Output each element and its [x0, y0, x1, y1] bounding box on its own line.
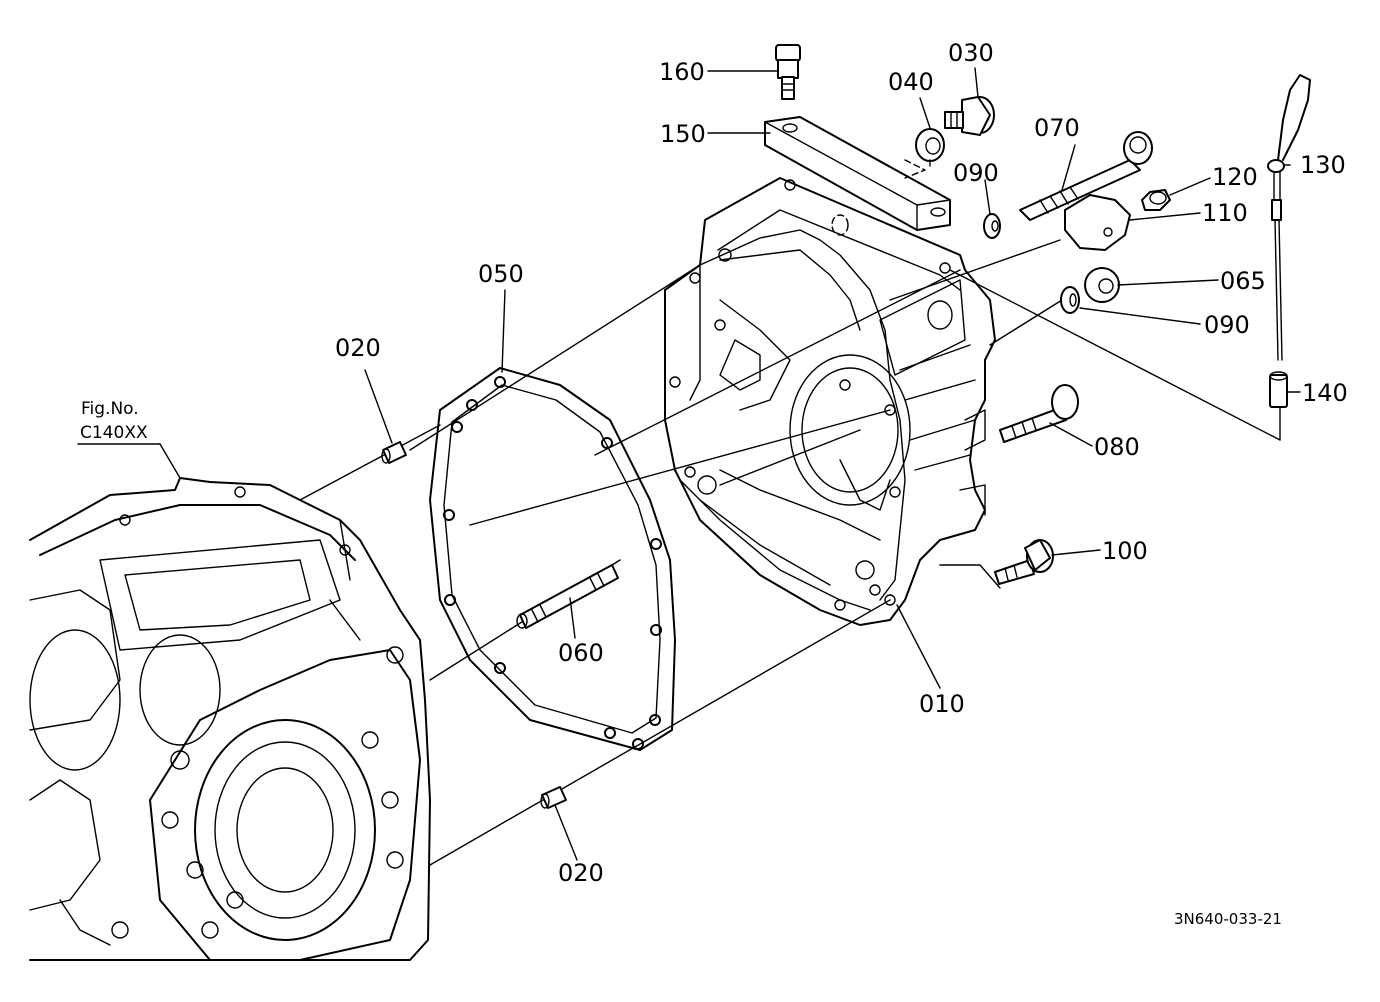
washer-090-right — [1060, 286, 1080, 314]
nut-120 — [1141, 189, 1171, 211]
label-070: 070 — [1034, 114, 1080, 142]
label-140: 140 — [1302, 379, 1348, 407]
label-065: 065 — [1220, 267, 1266, 295]
label-130: 130 — [1300, 151, 1346, 179]
label-110: 110 — [1202, 199, 1248, 227]
label-150: 150 — [660, 120, 706, 148]
dowel-pin-020-bottom — [540, 786, 567, 809]
drawing-code: 3N640-033-21 — [1174, 910, 1282, 928]
label-090-top: 090 — [953, 159, 999, 187]
label-060: 060 — [558, 639, 604, 667]
label-040: 040 — [888, 68, 934, 96]
label-020-bottom: 020 — [558, 859, 604, 887]
label-090-right: 090 — [1204, 311, 1250, 339]
figure-ref-code: C140XX — [80, 423, 148, 443]
leader-lines — [77, 67, 1301, 861]
gasket-050 — [429, 367, 676, 751]
bolt-070 — [1019, 131, 1153, 221]
washer-090-top — [983, 213, 1001, 239]
label-050: 050 — [478, 260, 524, 288]
bolt-160 — [775, 44, 801, 100]
label-100: 100 — [1102, 537, 1148, 565]
label-120: 120 — [1212, 163, 1258, 191]
assembly-lines — [299, 239, 1281, 866]
part-labels: 160 150 040 030 070 090 120 110 130 065 … — [80, 39, 1348, 928]
bolt-080 — [999, 384, 1079, 443]
transmission-case-drawing — [29, 477, 431, 961]
nut-065 — [1084, 267, 1120, 303]
label-020-top: 020 — [335, 334, 381, 362]
tube-140 — [1269, 371, 1288, 408]
dipstick-130 — [1267, 74, 1311, 361]
plug-030 — [944, 96, 995, 136]
figure-ref-title: Fig.No. — [81, 399, 139, 419]
stud-060 — [516, 564, 619, 629]
plate-150 — [764, 116, 951, 231]
label-010: 010 — [919, 690, 965, 718]
washer-040 — [915, 128, 945, 171]
bolt-100 — [994, 539, 1054, 585]
clutch-housing-010 — [664, 177, 996, 626]
label-080: 080 — [1094, 433, 1140, 461]
label-160: 160 — [659, 58, 705, 86]
label-030: 030 — [948, 39, 994, 67]
dowel-pin-020-top — [381, 441, 407, 464]
cover-110 — [1064, 194, 1131, 251]
